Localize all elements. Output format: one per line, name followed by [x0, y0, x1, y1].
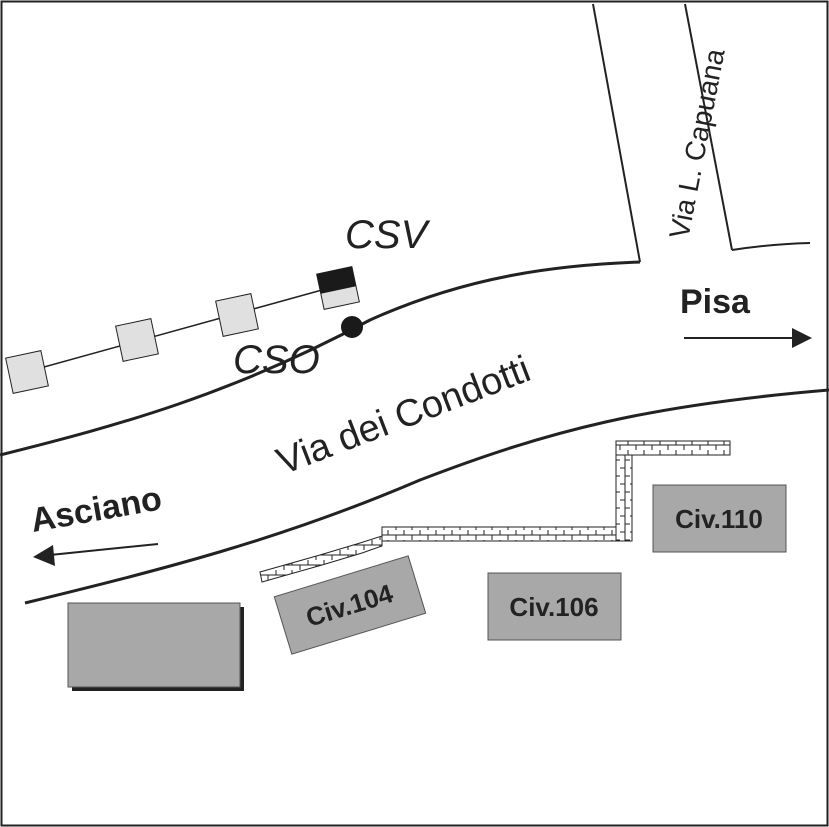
csv-label: CSV [345, 213, 431, 257]
east-direction-label: Pisa [680, 283, 751, 321]
building-civ104: Civ.104 [273, 555, 427, 655]
cso-label: CSO [233, 338, 320, 382]
east-arrow-head [792, 328, 812, 348]
west-arrow-line [49, 543, 159, 556]
brick-wall [259, 440, 731, 583]
road-edge-south [24, 388, 829, 605]
building-civ106: Civ.106 [487, 572, 622, 641]
sensor-box [5, 350, 49, 394]
building-civ106-label: Civ.106 [509, 592, 598, 622]
csv-sensor-box [316, 266, 360, 310]
west-arrow-head [33, 545, 55, 566]
sensor-line [25, 284, 341, 373]
sensor-box [215, 293, 259, 337]
building-civ110: Civ.110 [652, 484, 787, 553]
sensor-box [115, 318, 159, 362]
cso-marker-dot [341, 316, 363, 338]
side-street-edge-east [684, 3, 733, 251]
side-street-corner [731, 242, 811, 251]
building-unlabeled [67, 602, 244, 691]
side-street-edge-west [592, 3, 641, 263]
building-civ110-label: Civ.110 [675, 504, 763, 534]
